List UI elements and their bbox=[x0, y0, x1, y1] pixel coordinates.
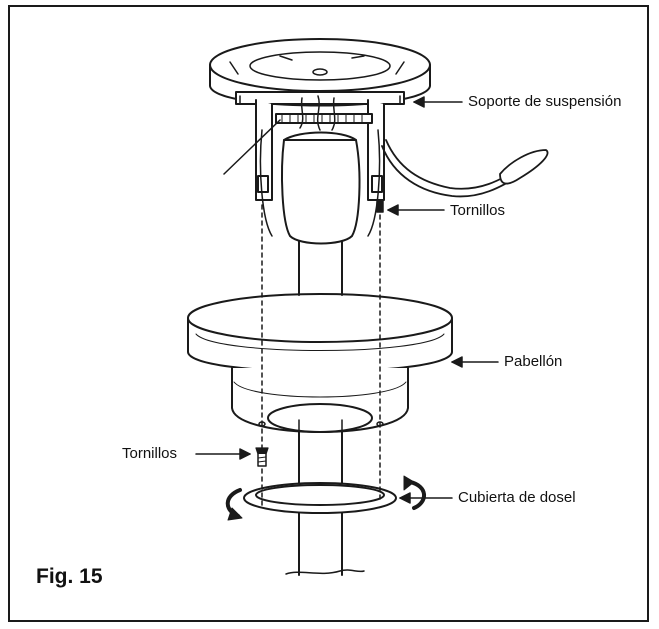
screws-bottom-label: Tornillos bbox=[122, 445, 178, 462]
screws-top-label: Tornillos bbox=[450, 202, 506, 219]
pin-leader bbox=[223, 119, 281, 175]
figure-title: Fig. 15 bbox=[36, 565, 103, 588]
downrod-upper bbox=[298, 239, 343, 296]
canopy-cover-label: Cubierta de dosel bbox=[458, 489, 576, 506]
rotate-arrow-left bbox=[225, 488, 243, 521]
hanger-bracket-label: Soporte de suspensión bbox=[468, 93, 622, 110]
canopy-cover-ring bbox=[243, 482, 397, 514]
label-leaders bbox=[195, 96, 499, 504]
canopy-label: Pabellón bbox=[504, 353, 563, 370]
figure-border bbox=[8, 5, 649, 622]
threaded-pin bbox=[275, 95, 373, 131]
screw-bottom bbox=[255, 447, 269, 467]
canopy bbox=[187, 293, 453, 433]
hanger-ball bbox=[259, 129, 381, 245]
screw-top bbox=[376, 199, 384, 213]
safety-cable bbox=[381, 139, 549, 198]
rotate-arrow-right bbox=[403, 475, 426, 510]
